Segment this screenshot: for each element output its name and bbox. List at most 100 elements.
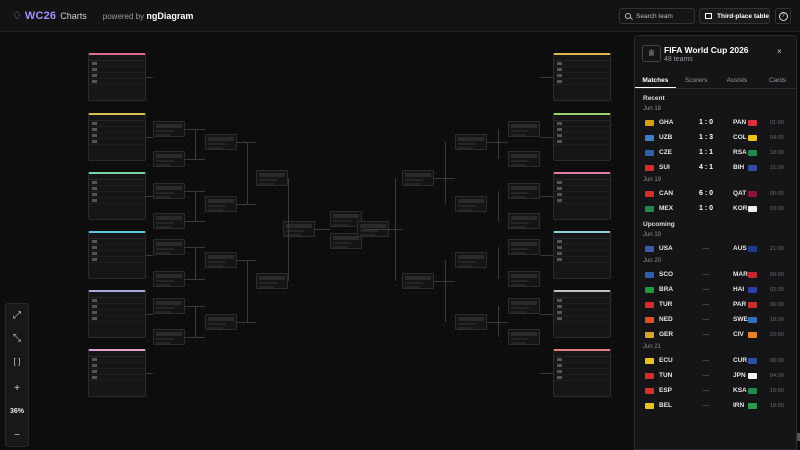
search-input[interactable]: Search team [619,8,695,24]
bracket-match-card[interactable] [330,233,362,249]
bracket-match-card[interactable] [205,134,237,150]
score-pending: — [702,316,710,323]
group-row [89,375,145,381]
bracket-match-card[interactable] [508,121,540,137]
group-card[interactable] [88,349,146,397]
group-card[interactable] [553,172,611,220]
bracket-match-card[interactable] [153,183,185,199]
bracket-match-card[interactable] [402,273,434,289]
group-card[interactable] [88,113,146,161]
group-card[interactable] [553,290,611,338]
zoom-in-button[interactable]: + [6,381,28,395]
tab-scorers[interactable]: Scorers [684,77,708,84]
bracket-match-card[interactable] [153,271,185,287]
team-line [511,342,526,344]
bracket-canvas[interactable] [0,33,634,450]
team-line [511,226,526,228]
bracket-match-card[interactable] [455,314,487,330]
group-card[interactable] [553,231,611,279]
flag-icon [92,358,97,361]
match-header [458,199,484,203]
away-flag-icon [748,119,757,126]
help-button[interactable]: ? [775,8,791,24]
match-score: 4 : 1 [698,164,713,171]
fit-view-button[interactable]: ⤢ [6,308,28,322]
bracket-match-card[interactable] [402,170,434,186]
panel-scrollbar[interactable] [797,433,800,441]
bracket-match-card[interactable] [508,298,540,314]
bracket-match-card[interactable] [153,213,185,229]
bracket-match-card[interactable] [455,134,487,150]
flag-icon [557,246,562,249]
bracket-match-card[interactable] [508,271,540,287]
group-card[interactable] [553,53,611,101]
powered-by: powered by ngDiagram [103,11,194,21]
home-flag-icon [645,134,654,141]
tab-assists[interactable]: Assists [726,77,748,84]
bracket-match-card[interactable] [508,329,540,345]
team-line [156,192,174,194]
bracket-match-card[interactable] [205,252,237,268]
home-team: USA [659,245,673,252]
bracket-match-card[interactable] [508,151,540,167]
zoom-out-button[interactable]: − [6,428,28,442]
bracket-match-card[interactable] [508,239,540,255]
tab-cards[interactable]: Cards [768,77,787,84]
tab-matches[interactable]: Matches [635,73,676,88]
away-team: COL [733,134,747,141]
bracket-match-card[interactable] [153,151,185,167]
bracket-match-card[interactable] [508,183,540,199]
group-card[interactable] [88,172,146,220]
group-card[interactable] [88,290,146,338]
bracket-match-card[interactable] [205,314,237,330]
bracket-match-card[interactable] [455,252,487,268]
group-card[interactable] [553,113,611,161]
group-card[interactable] [88,231,146,279]
collapse-button[interactable]: ⤡ [6,331,28,345]
home-team: ESP [659,387,673,394]
powered-brand[interactable]: ngDiagram [146,10,194,21]
bracket-match-card[interactable] [330,211,362,227]
team-line [156,280,174,282]
connector-line [146,373,153,374]
bracket-match-card[interactable] [153,121,185,137]
team-line [208,143,226,145]
bracket-match-card[interactable] [455,196,487,212]
third-place-table-button[interactable]: Third-place table [699,8,770,24]
bracket-match-card[interactable] [205,196,237,212]
group-card[interactable] [88,53,146,101]
bracket-match-card[interactable] [153,298,185,314]
group-card[interactable] [553,349,611,397]
logo[interactable]: ♢ WC26 Charts [12,9,87,23]
match-score: 1 : 1 [698,149,713,156]
bracket-match-card[interactable] [256,170,288,186]
bracket-match-card[interactable] [256,273,288,289]
connector-line [288,178,289,229]
third-place-label: Third-place table [717,12,770,20]
fullscreen-button[interactable]: [ ] [6,354,28,368]
bracket-match-card[interactable] [153,329,185,345]
bracket-match-card[interactable] [508,213,540,229]
bracket-match-card[interactable] [153,239,185,255]
connector-line [247,260,248,322]
group-row [554,369,610,375]
close-icon[interactable]: × [777,47,782,56]
bracket-match-card[interactable] [283,221,315,237]
